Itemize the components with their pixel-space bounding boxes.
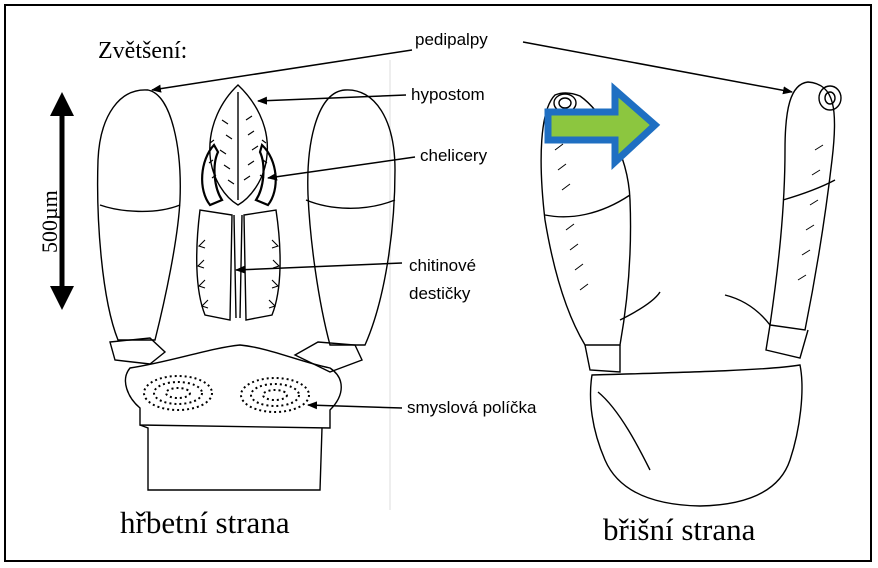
caption-dorsal: hřbetní strana: [120, 505, 290, 541]
right-chelicera: [256, 145, 276, 205]
caption-ventral: břišní strana: [603, 512, 755, 548]
magnification-label: Zvětšení:: [98, 38, 187, 65]
porose-areas: [144, 376, 309, 412]
label-desticky: destičky: [409, 284, 470, 304]
label-chitinove: chitinové: [409, 256, 476, 276]
left-palp: [98, 90, 181, 340]
right-palp: [308, 90, 395, 345]
label-chelicery: chelicery: [420, 146, 487, 166]
ventral-view-drawing: [541, 82, 841, 506]
dorsal-view-drawing: [98, 85, 395, 490]
left-chelicera: [202, 145, 222, 205]
direction-arrow: [548, 90, 655, 162]
label-hypostom: hypostom: [411, 85, 485, 105]
label-pedipalpy: pedipalpy: [415, 30, 488, 50]
scale-bar-label: 500µm: [37, 190, 63, 253]
label-smyslova-policka: smyslová políčka: [407, 398, 536, 418]
